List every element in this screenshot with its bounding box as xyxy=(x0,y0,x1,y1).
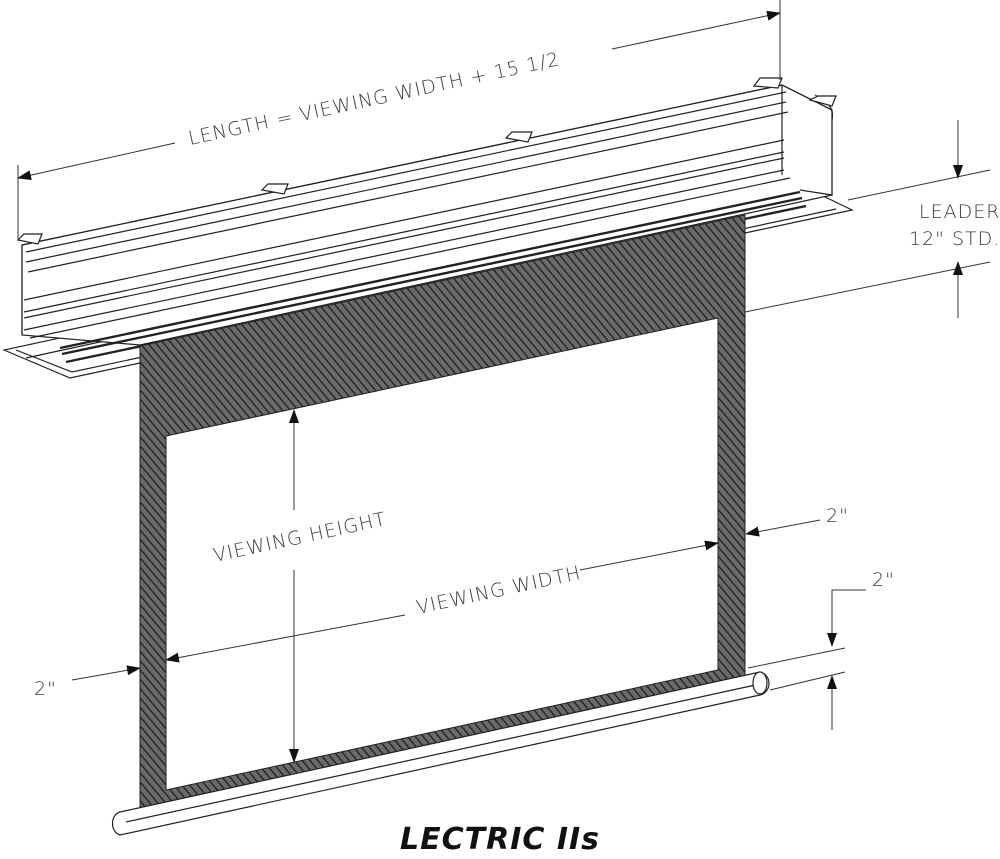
roller-bar xyxy=(111,671,770,836)
right-border-label: 2" xyxy=(826,505,849,527)
leader-label-line1: LEADER xyxy=(919,201,1000,223)
bottom-border-label: 2" xyxy=(872,569,895,591)
viewing-area xyxy=(165,317,719,791)
dimension-lines xyxy=(17,0,991,763)
length-label: LENGTH = VIEWING WIDTH + 15 1/2 xyxy=(186,48,562,150)
screen-housing xyxy=(2,77,854,379)
left-border-label: 2" xyxy=(34,678,57,700)
leader-label-line2: 12" STD. xyxy=(909,228,1000,250)
screen-surface xyxy=(111,214,770,836)
product-caption: LECTRIC IIs xyxy=(400,822,600,857)
